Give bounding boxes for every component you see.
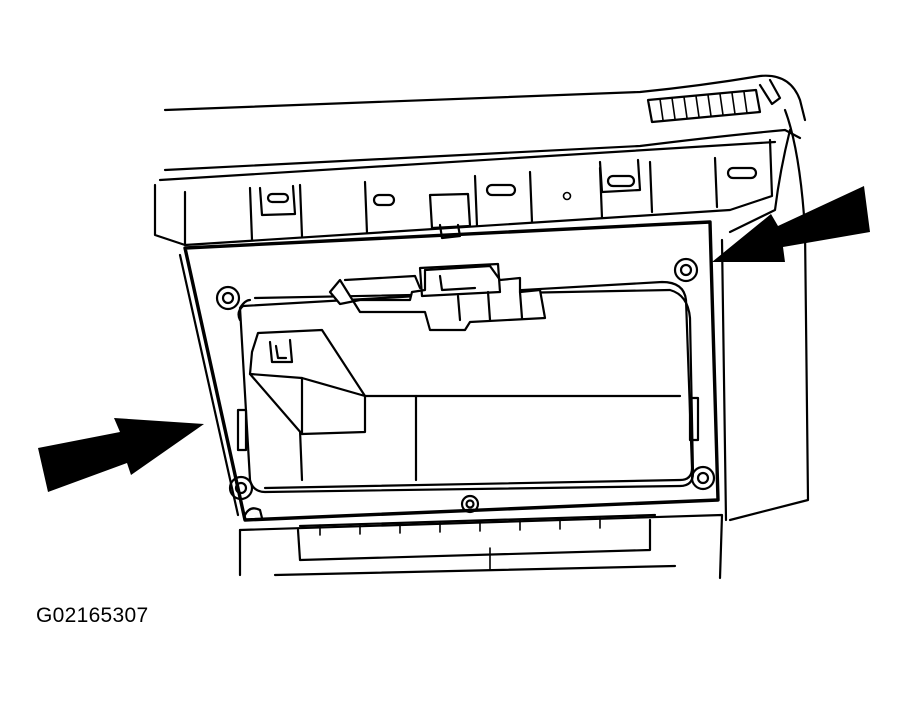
upper-mounting-rail xyxy=(153,138,774,247)
screw-top-right xyxy=(673,257,699,283)
dash-side-panel xyxy=(720,108,810,522)
figure-id-label: G02165307 xyxy=(36,604,149,627)
screw-top-left xyxy=(215,285,241,311)
arrow-pointer-right xyxy=(712,186,870,262)
inner-block xyxy=(248,328,367,436)
screw-bottom-left xyxy=(228,475,254,501)
air-vent xyxy=(646,78,782,124)
glove-box-frame xyxy=(178,220,720,522)
lower-clip xyxy=(243,507,264,520)
dashboard-top xyxy=(158,74,807,182)
lower-dash xyxy=(238,513,724,580)
screw-bottom-right xyxy=(690,465,716,491)
screw-bottom-center xyxy=(460,494,480,514)
latch-mechanism xyxy=(328,262,547,332)
arrow-pointer-left xyxy=(38,418,204,492)
